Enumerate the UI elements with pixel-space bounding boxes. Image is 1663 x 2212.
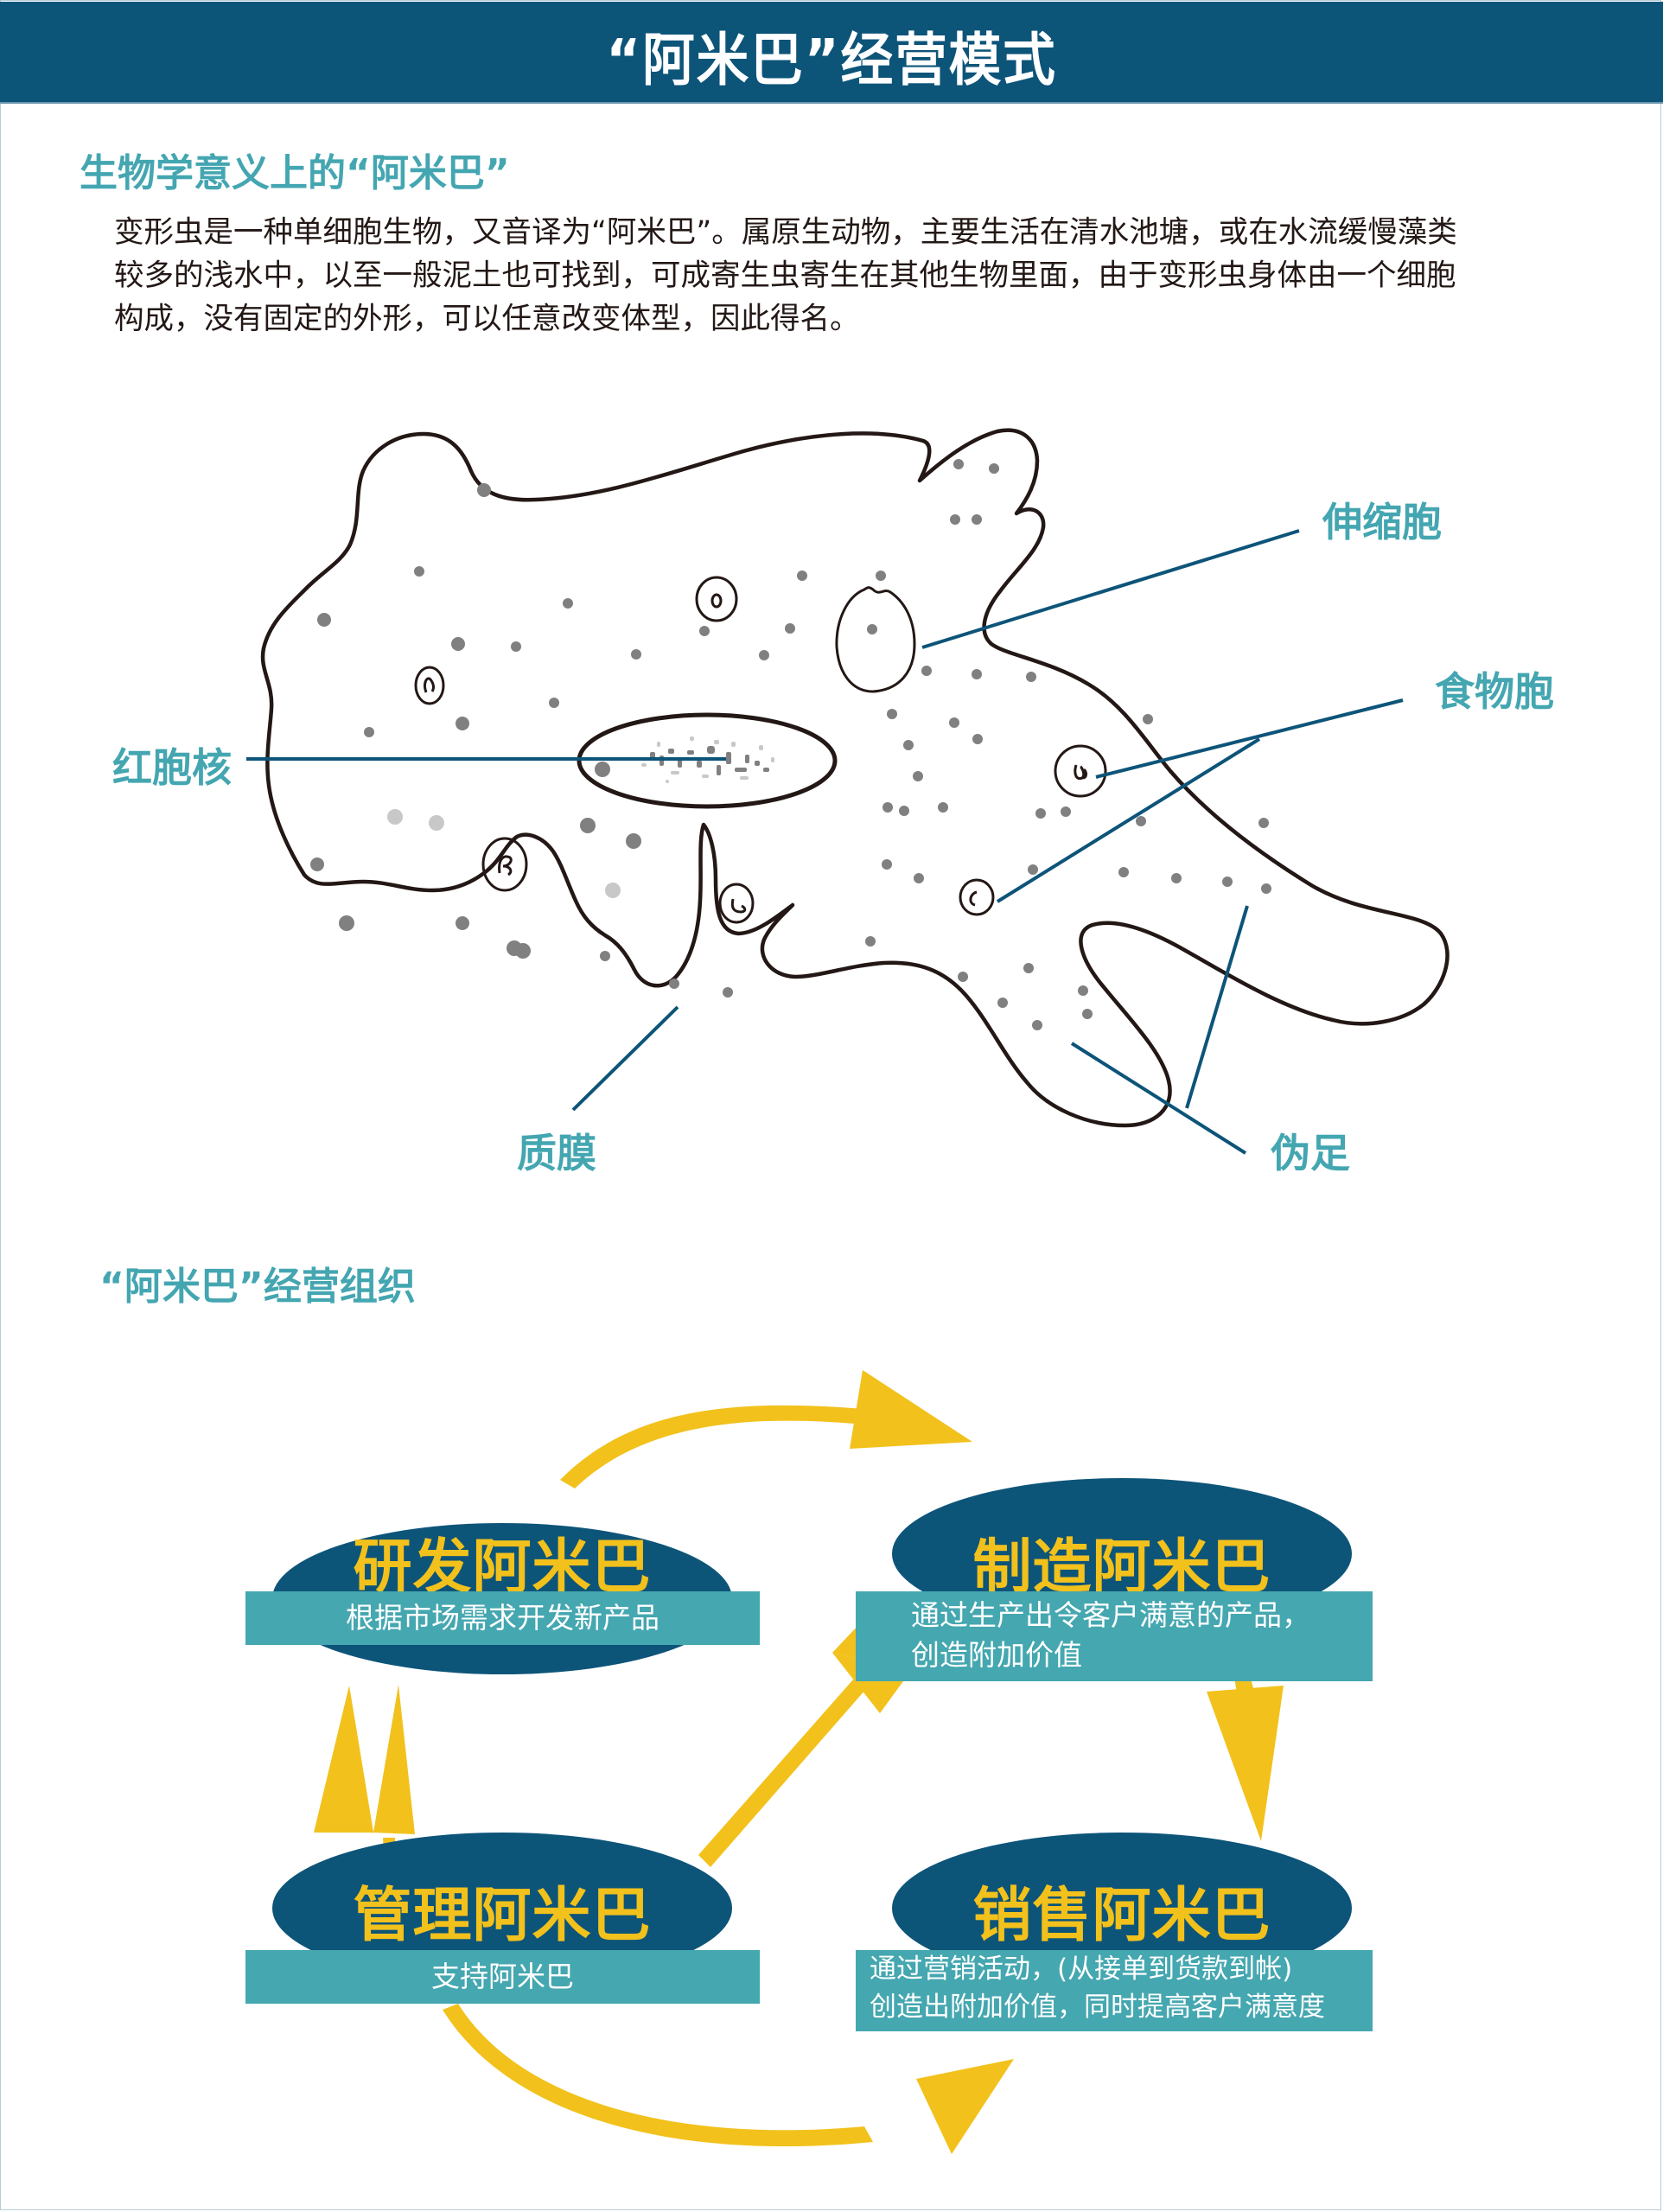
leader-lines [246, 529, 1404, 1155]
amoeba-visible [246, 428, 1450, 1155]
nucleus-granules-light [641, 736, 774, 783]
food-vacuole-4 [718, 883, 755, 924]
arrow-management-to-sales-head [916, 2059, 1014, 2154]
header-banner: “阿米巴”经营模式 [0, 2, 1663, 104]
arrow-rd-to-manufacturing-head [850, 1370, 972, 1449]
food-vacuole-2 [414, 666, 445, 705]
organization-section-title: “阿米巴”经营组织 [99, 1265, 416, 1309]
contractile-vacuole [835, 586, 916, 693]
arrow-management-to-manufacturing-shaft [698, 1657, 883, 1867]
contractile-vacuole-leader-line [921, 529, 1300, 649]
label-food-vacuole: 食物胞 [1435, 668, 1554, 715]
arrow-management-to-rd-head [349, 1685, 415, 1834]
food-vacuole-3 [481, 837, 528, 892]
cytoplasm-granules-light [387, 809, 621, 898]
arrow-rd-to-manufacturing-shaft [560, 1405, 864, 1488]
sales-amoeba-title: 销售阿米巴 [972, 1882, 1271, 1950]
biology-section-title: 生物学意义上的“阿米巴” [80, 151, 510, 195]
desc-line: 根据市场需求开发新产品 [346, 1601, 659, 1635]
management-amoeba-desc: 支持阿米巴 [245, 1950, 760, 2004]
label-contractile-vacuole: 伸缩胞 [1322, 499, 1442, 545]
label-nucleus: 红胞核 [112, 744, 232, 791]
pseudopod-leader-line-1 [1070, 1042, 1247, 1155]
label-membrane: 质膜 [517, 1130, 596, 1176]
desc-line: 创造出附加价值，同时提高客户满意度 [870, 1992, 1325, 2023]
desc-line: 通过营销活动，(从接单到货款到帐) [870, 1954, 1293, 1985]
membrane-leader-line [571, 1005, 679, 1112]
food-vacuole-5 [1054, 744, 1107, 798]
arrow-manufacturing-to-sales-head [1207, 1686, 1284, 1841]
desc-line: 创造附加价值 [911, 1638, 1082, 1672]
food-vacuole-1 [695, 576, 738, 622]
page-title: “阿米巴”经营模式 [606, 27, 1057, 93]
cytoplasm-granules [310, 459, 1271, 1030]
paragraph-line: 较多的浅水中，以至一般泥土也可找到，可成寄生虫寄生在其他生物里面，由于变形虫身体… [114, 258, 1456, 293]
rd-amoeba-desc: 根据市场需求开发新产品 [245, 1591, 760, 1645]
label-pseudopod: 伪足 [1271, 1130, 1350, 1176]
pseudopod-leader-line-2 [1185, 905, 1249, 1109]
management-amoeba-title: 管理阿米巴 [353, 1882, 652, 1950]
desc-line: 支持阿米巴 [431, 1960, 574, 1993]
biology-paragraph: 变形虫是一种单细胞生物，又音译为“阿米巴”。属原生动物，主要生活在清水池塘，或在… [114, 211, 1583, 341]
rd-amoeba-title: 研发阿米巴 [353, 1533, 652, 1602]
arrow-management-to-rd-head-left [314, 1686, 373, 1833]
desc-line: 通过生产出令客户满意的产品， [911, 1598, 1310, 1632]
food-vacuole-leader-line-1 [1095, 698, 1404, 779]
paragraph-line: 构成，没有固定的外形，可以任意改变体型，因此得名。 [114, 302, 860, 336]
paragraph-line: 变形虫是一种单细胞生物，又音译为“阿米巴”。属原生动物，主要生活在清水池塘，或在… [114, 215, 1457, 250]
food-vacuole-leader-line-2 [996, 737, 1261, 903]
arrow-management-to-sales-shaft [443, 2004, 873, 2147]
food-vacuole-6 [959, 878, 995, 916]
food-vacuoles [414, 576, 1107, 924]
manufacturing-amoeba-desc: 通过生产出令客户满意的产品， 创造附加价值 [856, 1591, 1373, 1681]
sales-amoeba-desc: 通过营销活动，(从接单到货款到帐) 创造出附加价值，同时提高客户满意度 [856, 1950, 1373, 2031]
manufacturing-amoeba-title: 制造阿米巴 [972, 1533, 1271, 1602]
amoeba-cell-membrane [260, 428, 1450, 1128]
